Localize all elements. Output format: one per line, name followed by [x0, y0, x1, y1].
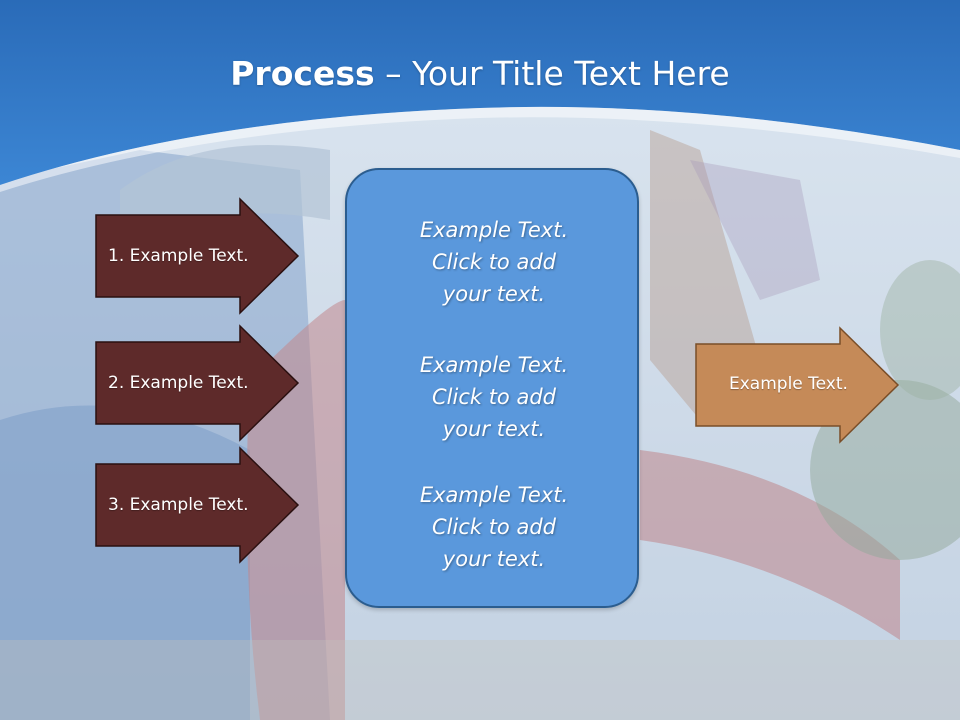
center-item-1-line2: Click to add	[431, 250, 556, 274]
center-item-1-line1: Example Text.	[419, 218, 569, 242]
output-arrow[interactable]	[695, 326, 900, 444]
output-label: Example Text.	[729, 374, 848, 394]
title-separator: –	[374, 54, 413, 93]
step-arrow-2[interactable]	[95, 324, 300, 442]
step-arrow-1[interactable]	[95, 197, 300, 315]
center-item-3-line3: your text.	[442, 547, 546, 571]
slide-title: Process – Your Title Text Here	[0, 52, 960, 96]
center-text-box[interactable]: Example Text. Click to add your text. Ex…	[345, 168, 639, 608]
step-arrow-3[interactable]	[95, 446, 300, 564]
center-item-1-line3: your text.	[442, 282, 546, 306]
center-item-2-line3: your text.	[442, 417, 546, 441]
step-label-3: 3. Example Text.	[108, 495, 249, 515]
title-bold: Process	[230, 54, 375, 93]
step-label-2: 2. Example Text.	[108, 373, 249, 393]
center-item-2-line1: Example Text.	[419, 353, 569, 377]
center-item-2-line2: Click to add	[431, 385, 556, 409]
center-item-3-line2: Click to add	[431, 515, 556, 539]
center-item-1: Example Text. Click to add your text.	[347, 214, 641, 310]
center-item-3-line1: Example Text.	[419, 483, 569, 507]
step-label-1: 1. Example Text.	[108, 246, 249, 266]
center-item-3: Example Text. Click to add your text.	[347, 479, 641, 575]
title-rest: Your Title Text Here	[412, 54, 730, 93]
center-item-2: Example Text. Click to add your text.	[347, 349, 641, 445]
